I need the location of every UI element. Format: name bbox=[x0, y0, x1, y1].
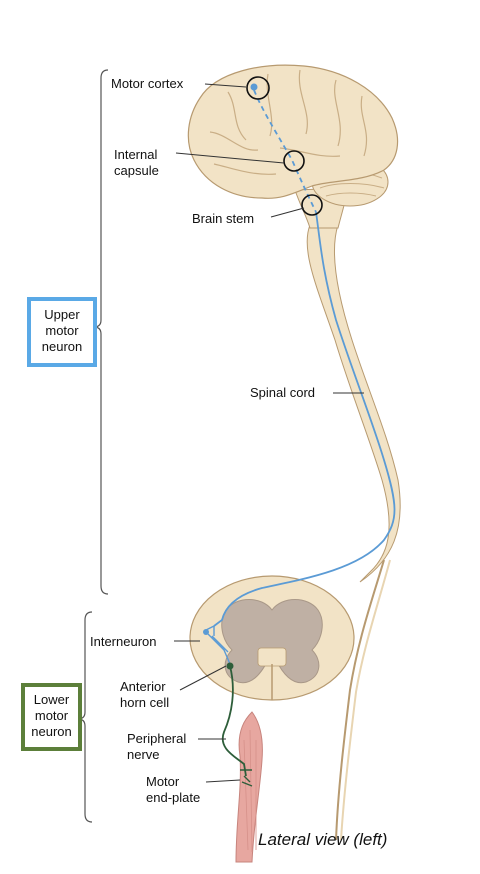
brain-stem-marker bbox=[301, 194, 323, 216]
label-brain-stem: Brain stem bbox=[192, 211, 255, 226]
label-internal-capsule-line1: Internal bbox=[114, 147, 158, 162]
label-motor-cortex: Motor cortex bbox=[111, 76, 184, 91]
label-motor-end-plate: Motor end-plate bbox=[146, 774, 200, 806]
caption-lateral-view: Lateral view (left) bbox=[258, 830, 388, 849]
descending-cord-lower bbox=[335, 559, 385, 841]
label-internal-capsule-line2: capsule bbox=[114, 163, 159, 178]
lower-box-line1: Lower bbox=[33, 692, 70, 707]
label-internal-capsule: Internal capsule bbox=[114, 147, 159, 179]
upper-motor-neuron-box: Upper motor neuron bbox=[27, 297, 97, 367]
internal-capsule-marker bbox=[283, 150, 305, 172]
label-interneuron: Interneuron bbox=[90, 634, 157, 649]
peripheral-nerve-path bbox=[221, 665, 247, 777]
upper-box-line1: Upper bbox=[44, 307, 80, 322]
upper-box-line2: motor bbox=[45, 323, 79, 338]
lower-box-line2: motor bbox=[34, 708, 69, 723]
label-spinal-cord: Spinal cord bbox=[250, 385, 316, 400]
upper-pathway-solid bbox=[213, 211, 396, 627]
label-anterior-horn-cell: Anterior horn cell bbox=[120, 679, 169, 711]
label-peripheral-nerve: Peripheral nerve bbox=[127, 731, 186, 763]
lower-motor-neuron-box: Lower motor neuron bbox=[21, 683, 82, 751]
lower-box-line3: neuron bbox=[31, 724, 72, 739]
brain-shape bbox=[187, 64, 399, 199]
motor-cortex-neuron bbox=[250, 83, 258, 91]
label-motor-end-plate-line2: end-plate bbox=[146, 790, 201, 805]
label-anterior-horn-line2: horn cell bbox=[120, 695, 170, 710]
label-peripheral-nerve-line1: Peripheral bbox=[127, 731, 187, 746]
motor-cortex-marker bbox=[246, 76, 270, 100]
label-anterior-horn-line1: Anterior bbox=[120, 679, 166, 694]
label-peripheral-nerve-line2: nerve bbox=[127, 747, 160, 762]
spinal-cord-shape bbox=[306, 224, 401, 583]
upper-box-line3: neuron bbox=[41, 339, 83, 354]
label-motor-end-plate-line1: Motor bbox=[146, 774, 180, 789]
